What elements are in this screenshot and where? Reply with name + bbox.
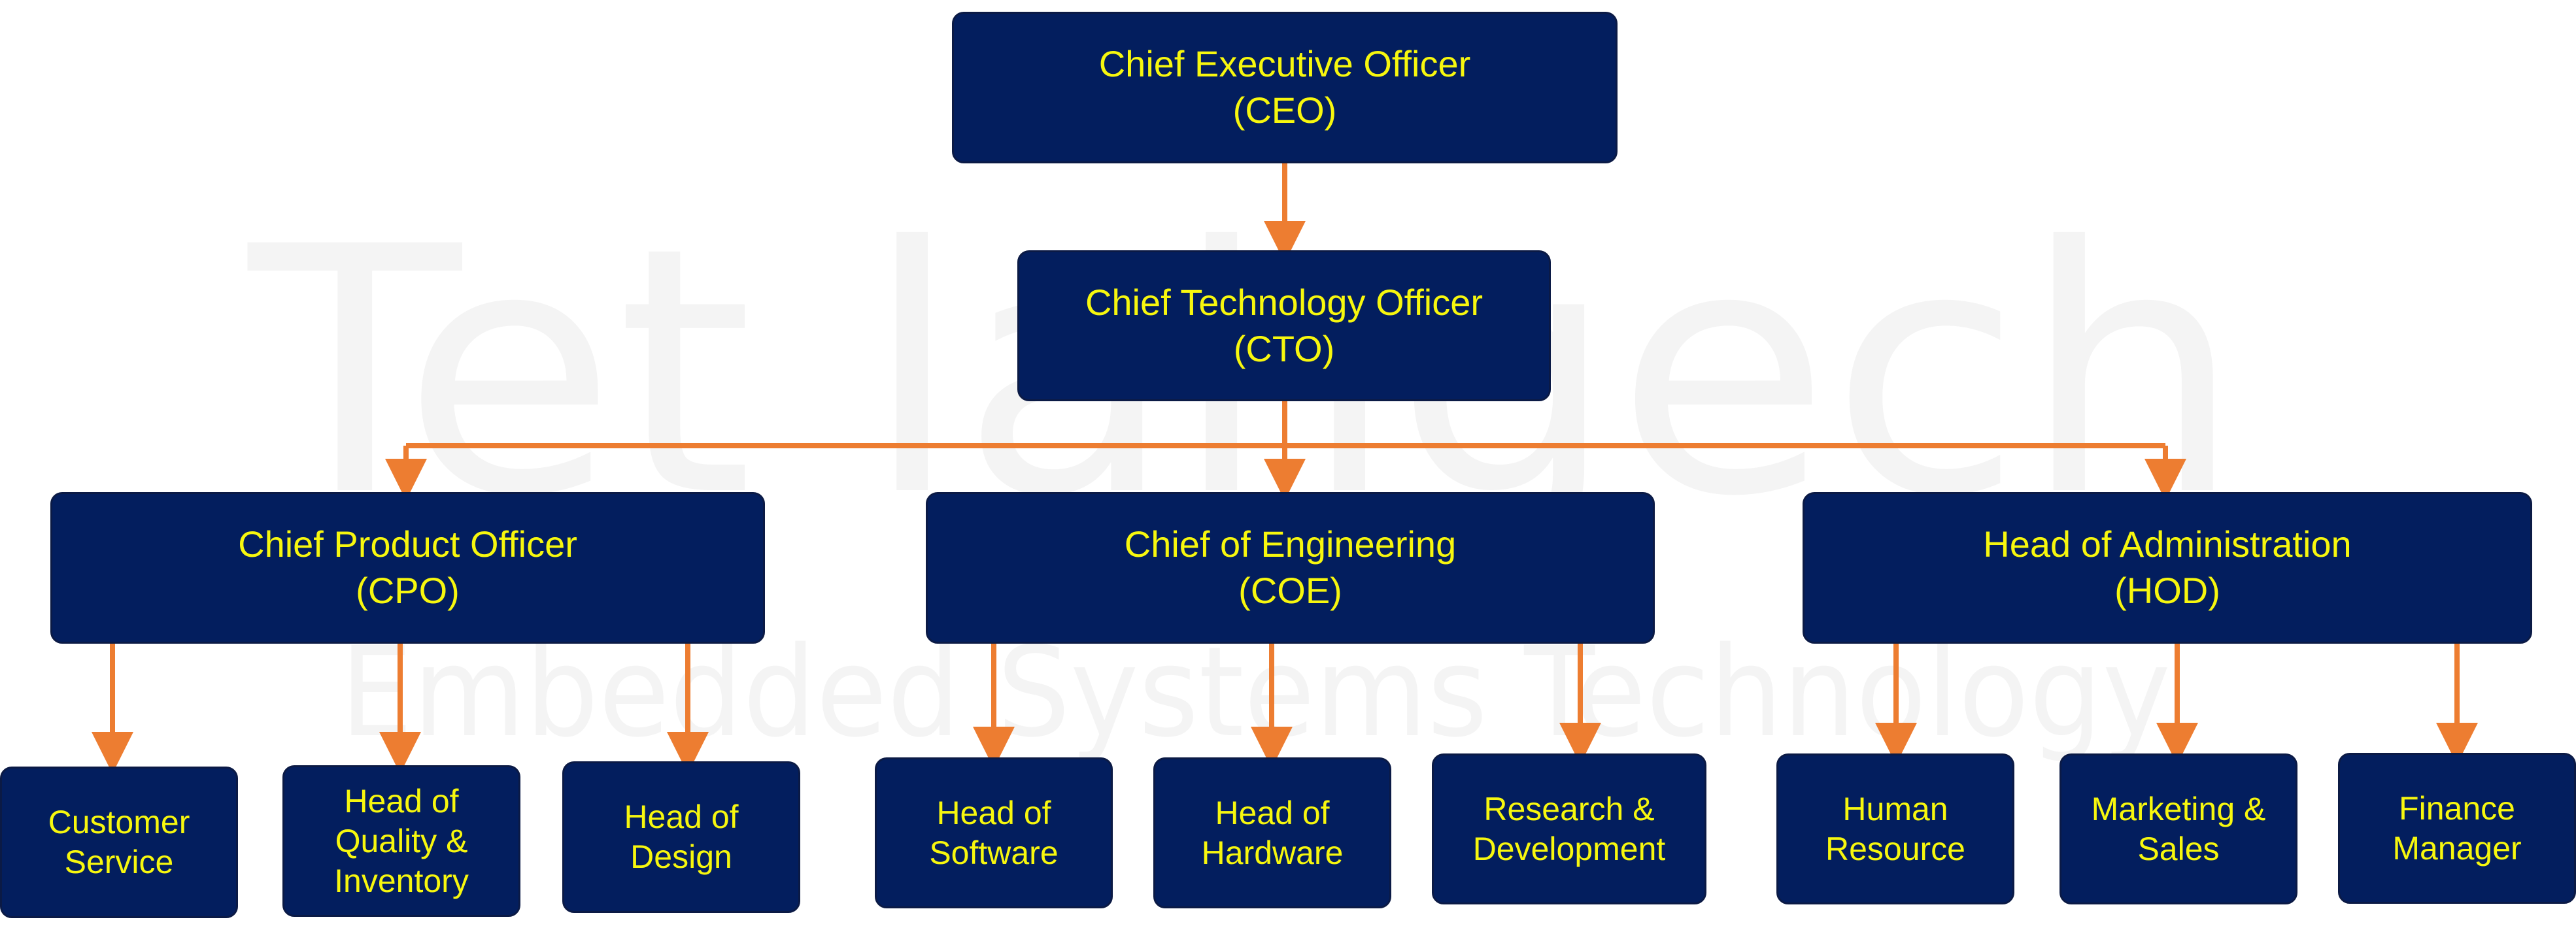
node-cto-title: Chief Technology Officer <box>1085 281 1483 323</box>
node-marketing-line2: Sales <box>2137 830 2220 867</box>
node-marketing-line1: Marketing & <box>2091 790 2266 827</box>
node-ceo: Chief Executive Officer (CEO) <box>952 12 1618 163</box>
node-coe-title: Chief of Engineering <box>1124 523 1457 565</box>
node-software-line2: Software <box>929 834 1059 871</box>
node-hod-title: Head of Administration <box>1983 523 2352 565</box>
node-research-line1: Research & <box>1483 790 1655 827</box>
node-finance: Finance Manager <box>2338 753 2576 904</box>
node-hod: Head of Administration (HOD) <box>1803 492 2532 644</box>
node-research: Research & Development <box>1432 753 1706 904</box>
node-hardware: Head of Hardware <box>1153 757 1391 908</box>
node-design-line1: Head of <box>624 799 739 835</box>
node-cto: Chief Technology Officer (CTO) <box>1017 250 1551 401</box>
node-human-resource-line1: Human <box>1842 790 1948 827</box>
node-quality-inventory: Head of Quality & Inventory <box>282 765 520 917</box>
node-quality-inventory-line3: Inventory <box>334 862 469 899</box>
node-marketing: Marketing & Sales <box>2059 753 2297 904</box>
node-design: Head of Design <box>562 761 800 913</box>
node-finance-line2: Manager <box>2392 829 2522 867</box>
node-design-line2: Design <box>630 838 732 875</box>
node-cpo-title: Chief Product Officer <box>238 523 577 565</box>
node-human-resource-line2: Resource <box>1825 830 1965 867</box>
node-research-line2: Development <box>1472 830 1666 867</box>
node-ceo-abbr: (CEO) <box>1232 90 1337 131</box>
node-software-line1: Head of <box>936 794 1051 831</box>
node-ceo-title: Chief Executive Officer <box>1098 43 1471 85</box>
node-cpo: Chief Product Officer (CPO) <box>50 492 765 644</box>
node-coe-abbr: (COE) <box>1238 570 1342 611</box>
node-quality-inventory-line2: Quality & <box>335 822 468 859</box>
node-customer-service-line2: Service <box>64 844 174 880</box>
node-customer-service: Customer Service <box>0 767 238 918</box>
node-cpo-abbr: (CPO) <box>356 570 460 611</box>
node-customer-service-line1: Customer <box>48 804 190 840</box>
node-coe: Chief of Engineering (COE) <box>926 492 1655 644</box>
node-cto-abbr: (CTO) <box>1233 327 1335 369</box>
node-finance-line1: Finance <box>2399 789 2515 827</box>
node-hardware-line1: Head of <box>1215 794 1330 831</box>
node-hardware-line2: Hardware <box>1201 834 1344 871</box>
node-quality-inventory-line1: Head of <box>344 782 459 819</box>
node-software: Head of Software <box>875 757 1113 908</box>
node-human-resource: Human Resource <box>1776 753 2014 904</box>
node-hod-abbr: (HOD) <box>2114 570 2220 611</box>
